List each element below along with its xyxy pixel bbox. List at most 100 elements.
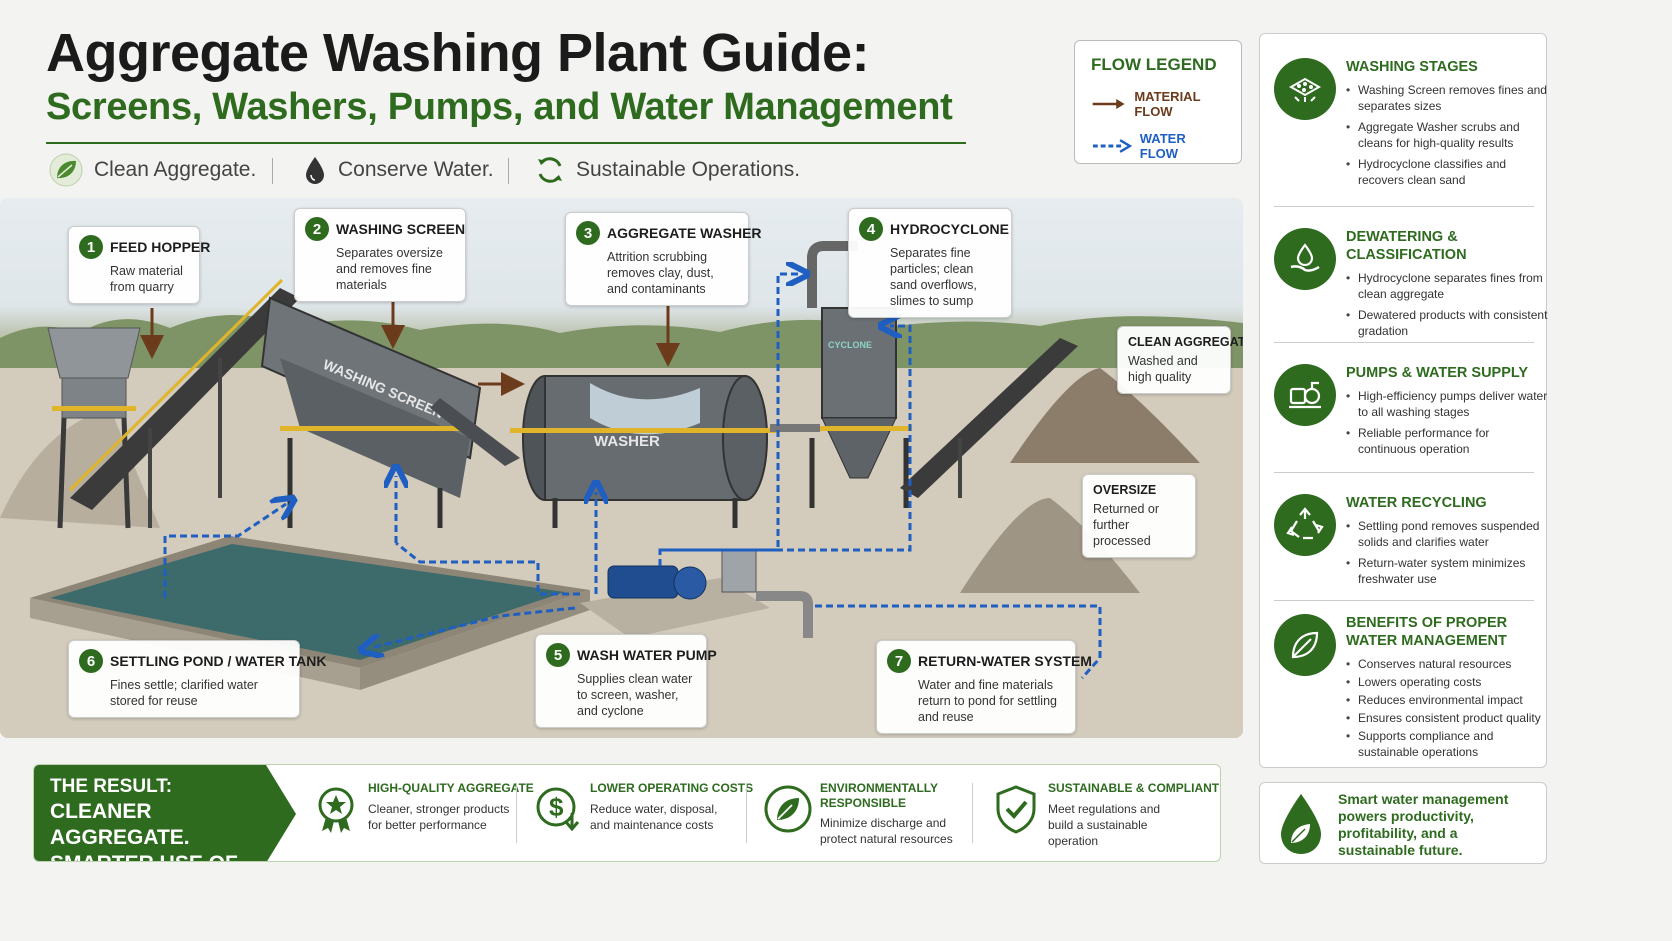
callout-title: WASH WATER PUMP <box>577 647 717 663</box>
benefit-separator <box>516 783 517 843</box>
sidebar-dewatering: DEWATERING & CLASSIFICATION Hydrocyclone… <box>1260 228 1548 344</box>
callout-desc: Supplies clean water to screen, washer, … <box>577 672 693 718</box>
callout-title: WASHING SCREEN <box>336 221 466 237</box>
solid-arrow-icon <box>1092 98 1125 110</box>
sidebar-divider <box>1274 342 1534 343</box>
callout-desc: Attrition scrubbing removes clay, dust, … <box>607 250 714 296</box>
result-line-3: SMARTER USE OF WATER. <box>50 851 296 861</box>
step-number: 4 <box>859 217 883 241</box>
benefit-separator <box>972 783 973 843</box>
sidebar-bullet: Conserves natural resources <box>1346 656 1548 672</box>
leaf-icon <box>49 153 83 187</box>
benefit-desc: Cleaner, stronger products for better pe… <box>368 802 510 832</box>
sidebar-bullet: Ensures consistent product quality <box>1346 710 1548 726</box>
callout-wash-water-pump: 5 WASH WATER PUMP Supplies clean water to… <box>535 634 717 728</box>
callout-desc: Separates fine particles; clean sand ove… <box>890 246 977 308</box>
callout-aggregate-washer: 3 AGGREGATE WASHER Attrition scrubbing re… <box>565 212 762 306</box>
clean-aggregate-pile <box>1010 368 1200 463</box>
note-clean-aggregate: CLEAN AGGREGATE Washed and high quality <box>1117 326 1243 394</box>
aggregate-washer-machine: WASHER <box>510 375 780 528</box>
water-flow-lines <box>163 274 1102 680</box>
tagline-separator <box>508 158 509 184</box>
callout-feed-hopper: 1 FEED HOPPER Raw material from quarry <box>68 226 210 304</box>
sidebar-bullet: Return-water system minimizes freshwater… <box>1346 555 1548 587</box>
benefit-title: SUSTAINABLE & COMPLIANT <box>1048 781 1220 795</box>
step-number: 6 <box>79 649 103 673</box>
sidebar-bullet: Reduces environmental impact <box>1346 692 1548 708</box>
callout-title: FEED HOPPER <box>110 239 211 255</box>
sidebar-bullet: Aggregate Washer scrubs and cleans for h… <box>1346 119 1548 151</box>
washing-screen-machine: WASHING SCREEN <box>260 296 520 528</box>
page-subtitle: Screens, Washers, Pumps, and Water Manag… <box>46 86 953 128</box>
benefit-desc: Reduce water, disposal, and maintenance … <box>590 802 718 832</box>
tagline-clean: Clean Aggregate. <box>48 152 256 188</box>
benefit-title: HIGH-QUALITY AGGREGATE <box>368 781 534 795</box>
legend-title: FLOW LEGEND <box>1091 55 1217 74</box>
step-number: 3 <box>576 221 600 245</box>
washer-machine-label: WASHER <box>594 433 660 450</box>
benefit-separator <box>746 783 747 843</box>
step-number: 5 <box>546 643 570 667</box>
note-desc: Washed and high quality <box>1128 354 1198 384</box>
note-title: OVERSIZE <box>1093 483 1157 497</box>
sidebar-bullet: Settling pond removes suspended solids a… <box>1346 518 1548 550</box>
drop-leaf-icon <box>1281 794 1321 854</box>
footer-message: Smart water management powers productivi… <box>1338 791 1509 858</box>
benefit-quality: HIGH-QUALITY AGGREGATE Cleaner, stronger… <box>310 779 534 849</box>
svg-text:$: $ <box>549 792 564 822</box>
result-bar: THE RESULT: CLEANER AGGREGATE. SMARTER U… <box>33 764 1221 862</box>
flow-legend: FLOW LEGEND MATERIAL FLOW WATER FLOW <box>1074 40 1242 164</box>
note-oversize: OVERSIZE Returned or further processed <box>1082 474 1196 558</box>
benefit-title: LOWER OPERATING COSTS <box>590 781 754 795</box>
water-drop-icon <box>306 157 324 184</box>
result-line-1: THE RESULT: <box>50 776 173 797</box>
callout-title: AGGREGATE WASHER <box>607 225 762 241</box>
callout-desc: Fines settle; clarified water stored for… <box>110 678 258 708</box>
stacker-conveyor <box>900 338 1078 498</box>
sidebar-section-title: WATER RECYCLING <box>1346 495 1487 511</box>
benefit-environment: ENVIRONMENTALLY RESPONSIBLE Minimize dis… <box>762 779 992 849</box>
sidebar-section-title: DEWATERING & CLASSIFICATION <box>1346 229 1467 263</box>
dollar-down-icon: $ <box>536 787 580 832</box>
info-sidebar: WASHING STAGES Washing Screen removes fi… <box>1259 33 1547 768</box>
plant-scene: WASHING SCREEN WASHER CYCLONE <box>0 198 1243 738</box>
benefit-title: ENVIRONMENTALLY RESPONSIBLE <box>820 781 938 810</box>
sidebar-benefits: BENEFITS OF PROPER WATER MANAGEMENT Cons… <box>1260 614 1548 762</box>
callout-title: SETTLING POND / WATER TANK <box>110 653 327 669</box>
sidebar-bullet: High-efficiency pumps deliver water to a… <box>1346 388 1548 420</box>
pump-icon <box>1274 364 1336 426</box>
recycle-icon <box>1274 494 1336 556</box>
callout-title: RETURN-WATER SYSTEM <box>918 653 1092 669</box>
sidebar-divider <box>1274 206 1534 207</box>
tagline-clean-text: Clean Aggregate. <box>94 158 257 181</box>
sidebar-water-recycling: WATER RECYCLING Settling pond removes su… <box>1260 494 1548 592</box>
callout-desc: Water and fine materials return to pond … <box>918 678 1057 724</box>
legend-material-label: MATERIAL FLOW <box>1134 89 1201 119</box>
sidebar-bullet: Lowers operating costs <box>1346 674 1548 690</box>
sidebar-section-title: PUMPS & WATER SUPPLY <box>1346 365 1529 381</box>
dashed-arrow-icon <box>1092 139 1132 153</box>
recycle-arrows-icon <box>538 157 562 183</box>
sidebar-footer: Smart water management powers productivi… <box>1259 782 1547 864</box>
benefit-desc: Minimize discharge and protect natural r… <box>820 816 953 846</box>
result-line-2: CLEANER AGGREGATE. <box>50 800 190 849</box>
gravel-pile <box>0 408 160 528</box>
benefit-compliance: SUSTAINABLE & COMPLIANT Meet regulations… <box>990 779 1219 849</box>
award-ribbon-icon <box>318 787 354 833</box>
legend-material-flow: MATERIAL FLOW <box>1091 89 1225 119</box>
legend-water-label: WATER FLOW <box>1139 131 1186 161</box>
callout-desc: Raw material from quarry <box>110 264 183 294</box>
sidebar-divider <box>1274 472 1534 473</box>
step-number: 1 <box>79 235 103 259</box>
callout-settling-pond: 6 SETTLING POND / WATER TANK Fines settle… <box>68 640 326 718</box>
sidebar-bullet: Supports compliance and sustainable oper… <box>1346 728 1548 760</box>
tagline-sustainable-text: Sustainable Operations. <box>576 158 801 181</box>
sidebar-bullet: Reliable performance for continuous oper… <box>1346 425 1548 457</box>
sidebar-bullet: Washing Screen removes fines and separat… <box>1346 82 1548 114</box>
sidebar-section-title: BENEFITS OF PROPER WATER MANAGEMENT <box>1346 615 1508 649</box>
tagline-sustainable: Sustainable Operations. <box>534 152 800 188</box>
benefit-desc: Meet regulations and build a sustainable… <box>1048 802 1161 848</box>
sidebar-bullet: Hydrocyclone separates fines from clean … <box>1346 270 1548 302</box>
leaf-icon <box>1274 614 1336 676</box>
